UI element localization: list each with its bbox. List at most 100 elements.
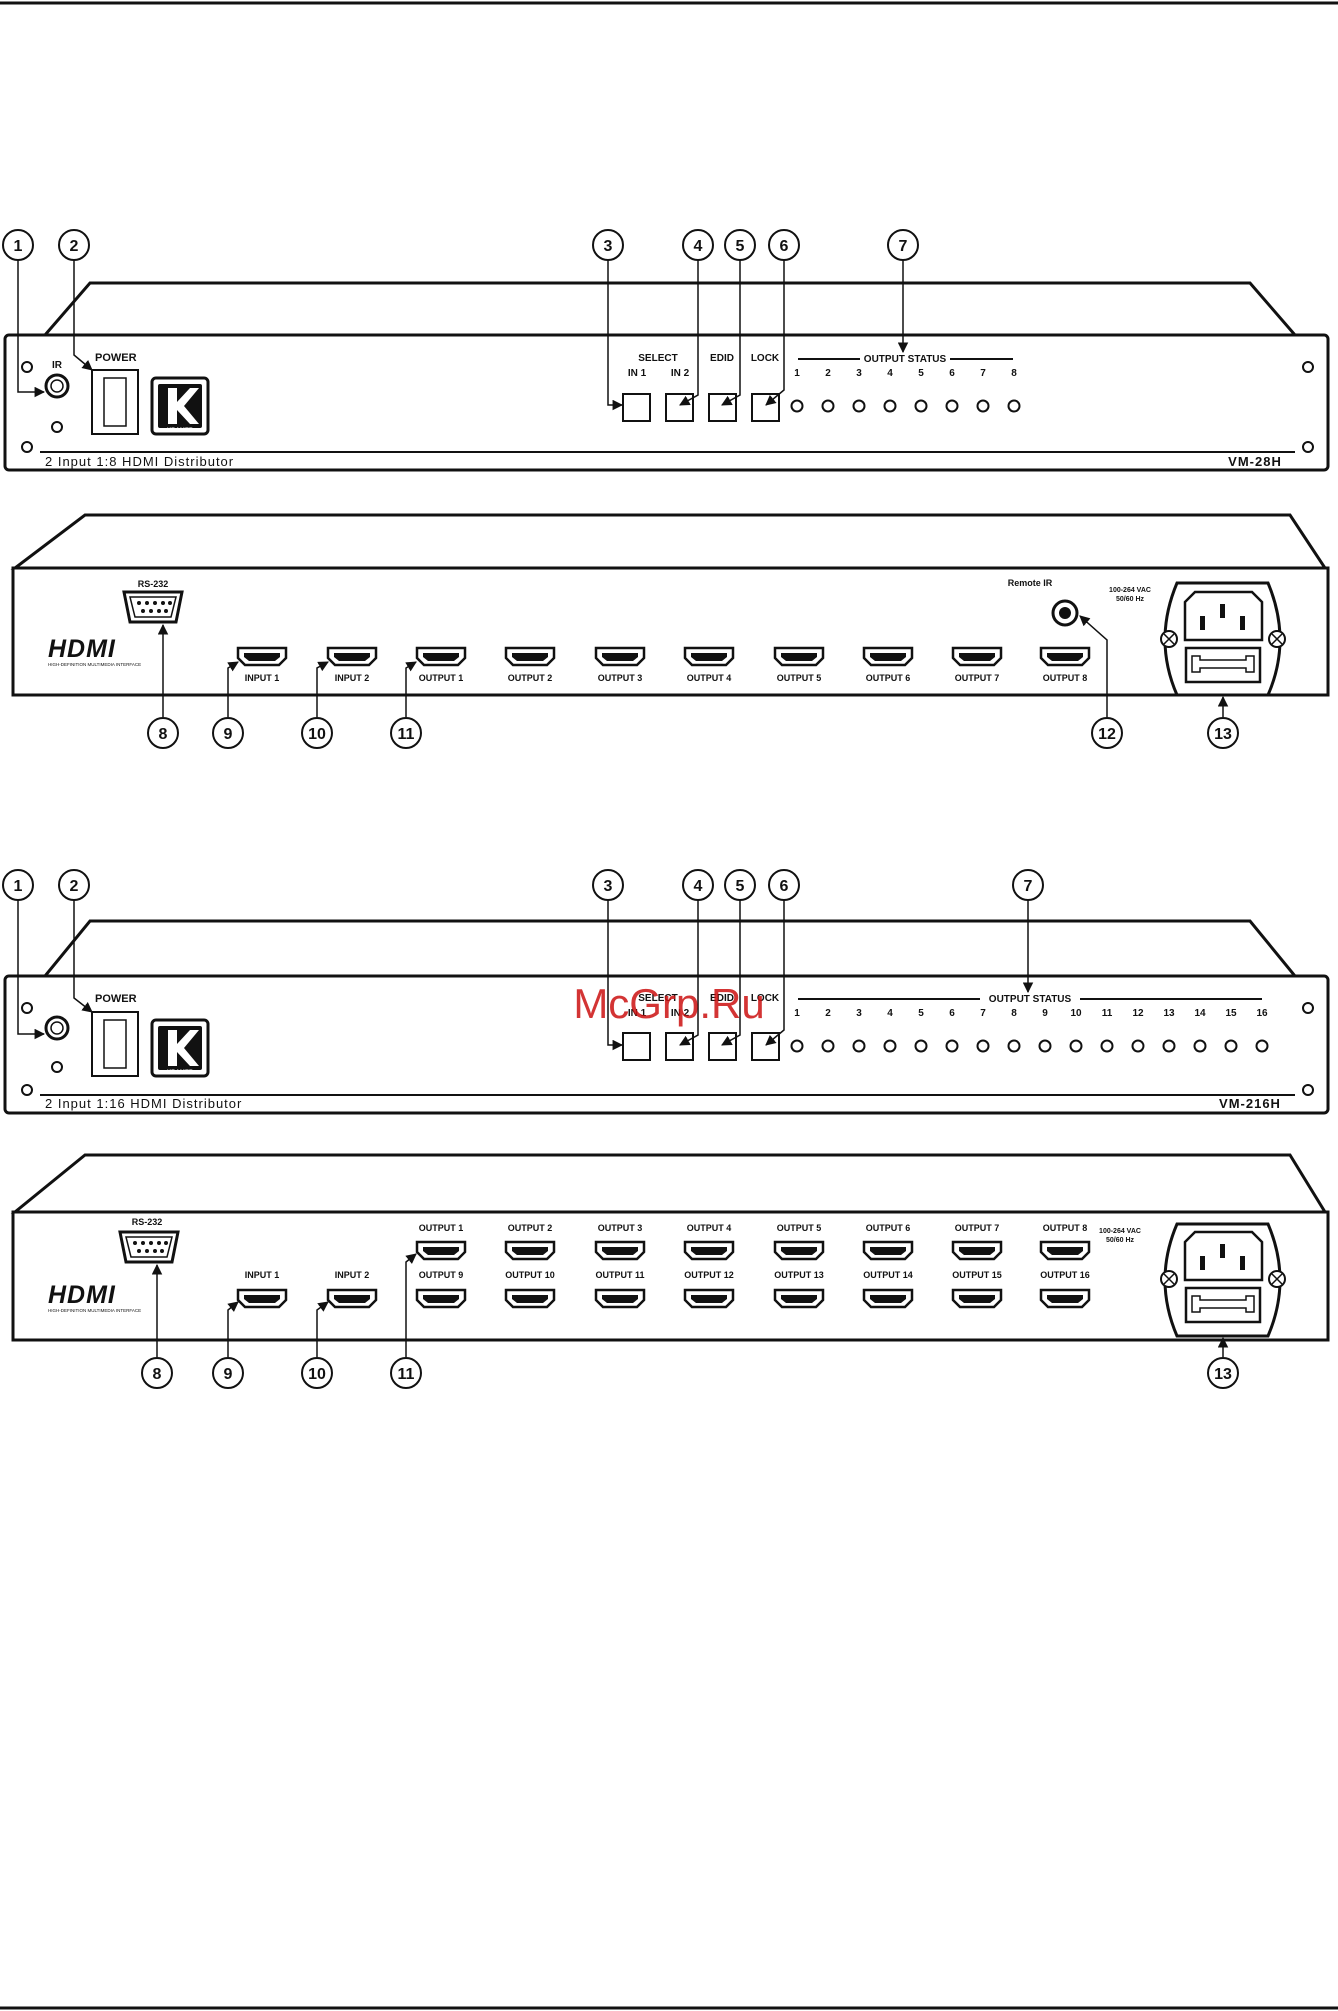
hdmi-port[interactable] (773, 1240, 825, 1261)
callout-bubble (1091, 717, 1123, 749)
led-label: 1 (794, 368, 800, 379)
output-led (914, 1039, 928, 1053)
led-label: 3 (856, 368, 862, 379)
callout-number: 11 (398, 1366, 415, 1383)
remote-ir-label: Remote IR (1008, 578, 1053, 588)
output-led (790, 399, 804, 413)
hdmi-port[interactable] (326, 1288, 378, 1309)
output-port-label: OUTPUT 3 (598, 673, 643, 683)
output-port-label: OUTPUT 5 (777, 1223, 822, 1233)
callout-bubble (724, 869, 756, 901)
hdmi-port[interactable] (236, 1288, 288, 1309)
hdmi-port[interactable] (773, 646, 825, 667)
led-label: 8 (1011, 368, 1017, 379)
callout-number: 10 (308, 726, 326, 743)
model-name: VM-28H (1228, 454, 1282, 469)
ir-receiver (44, 373, 70, 399)
output-led (976, 1039, 990, 1053)
callout-bubble (724, 229, 756, 261)
hdmi-port[interactable] (1039, 1240, 1091, 1261)
led-label: 6 (949, 368, 955, 379)
input-port-label: INPUT 2 (335, 1270, 370, 1280)
callout-bubble (212, 717, 244, 749)
svg-text:HIGH-DEFINITION MULTIMEDIA INT: HIGH-DEFINITION MULTIMEDIA INTERFACE (48, 662, 141, 667)
callout-number: 13 (1214, 726, 1232, 743)
hdmi-port[interactable] (862, 646, 914, 667)
select-label: SELECT (638, 353, 677, 364)
hdmi-port[interactable] (415, 1288, 467, 1309)
hdmi-port[interactable] (683, 1240, 735, 1261)
output-led (852, 399, 866, 413)
hdmi-port[interactable] (504, 646, 556, 667)
output-port-label: OUTPUT 2 (508, 1223, 553, 1233)
output-led (821, 399, 835, 413)
in1-button[interactable] (622, 1032, 651, 1061)
rs232-label: RS-232 (132, 1217, 163, 1227)
output-led (1100, 1039, 1114, 1053)
hdmi-port[interactable] (951, 1288, 1003, 1309)
callout-number: 4 (694, 238, 703, 255)
hdmi-port[interactable] (951, 646, 1003, 667)
led-label: 6 (949, 1008, 955, 1019)
callout-number: 8 (153, 1366, 162, 1383)
hdmi-port[interactable] (594, 646, 646, 667)
hdmi-port[interactable] (415, 1240, 467, 1261)
hdmi-port[interactable] (1039, 646, 1091, 667)
edid-button[interactable] (708, 1032, 737, 1061)
in2-button[interactable] (665, 1032, 694, 1061)
hdmi-port[interactable] (504, 1240, 556, 1261)
hdmi-port[interactable] (236, 646, 288, 667)
hdmi-port[interactable] (951, 1240, 1003, 1261)
hdmi-port[interactable] (594, 1240, 646, 1261)
output-led (945, 1039, 959, 1053)
in2-label: IN 2 (671, 1008, 690, 1019)
kramer-logo: KRAMER (150, 1018, 210, 1078)
hdmi-port[interactable] (1039, 1288, 1091, 1309)
hdmi-port[interactable] (683, 646, 735, 667)
output-port-label: OUTPUT 6 (866, 673, 911, 683)
hdmi-port[interactable] (594, 1288, 646, 1309)
hdmi-port[interactable] (683, 1288, 735, 1309)
led-label: 1 (794, 1008, 800, 1019)
output-led (1069, 1039, 1083, 1053)
in1-label: IN 1 (628, 368, 647, 379)
power-spec-line1: 100-264 VAC (1099, 1228, 1141, 1235)
callout-bubble (58, 869, 90, 901)
led-label: 8 (1011, 1008, 1017, 1019)
in2-label: IN 2 (671, 368, 690, 379)
callout-bubble (682, 869, 714, 901)
output-led (821, 1039, 835, 1053)
svg-text:KRAMER: KRAMER (167, 1070, 194, 1076)
ac-power-inlet[interactable] (1160, 581, 1286, 697)
power-label: POWER (95, 352, 137, 364)
callout-bubble (301, 717, 333, 749)
model-name: VM-216H (1219, 1096, 1281, 1111)
output-port-label: OUTPUT 14 (863, 1270, 913, 1280)
callout-bubble (887, 229, 919, 261)
ac-power-inlet[interactable] (1160, 1222, 1286, 1338)
hdmi-port[interactable] (415, 646, 467, 667)
hdmi-port[interactable] (862, 1240, 914, 1261)
rs232-connector[interactable] (118, 1230, 180, 1264)
output-port-label: OUTPUT 4 (687, 1223, 732, 1233)
callout-number: 9 (224, 726, 233, 743)
in2-button[interactable] (665, 393, 694, 422)
output-led (1255, 1039, 1269, 1053)
callout-number: 11 (398, 726, 415, 743)
hdmi-port[interactable] (504, 1288, 556, 1309)
callout-number: 3 (604, 878, 613, 895)
rs232-connector[interactable] (122, 590, 184, 624)
hdmi-port[interactable] (862, 1288, 914, 1309)
edid-button[interactable] (708, 393, 737, 422)
hdmi-port[interactable] (326, 646, 378, 667)
svg-text:HDMI: HDMI (48, 635, 116, 663)
led-label: 11 (1102, 1008, 1113, 1019)
in1-button[interactable] (622, 393, 651, 422)
output-port-label: OUTPUT 13 (774, 1270, 824, 1280)
hdmi-port[interactable] (773, 1288, 825, 1309)
output-port-label: OUTPUT 3 (598, 1223, 643, 1233)
callout-number: 13 (1214, 1366, 1232, 1383)
output-led (945, 399, 959, 413)
